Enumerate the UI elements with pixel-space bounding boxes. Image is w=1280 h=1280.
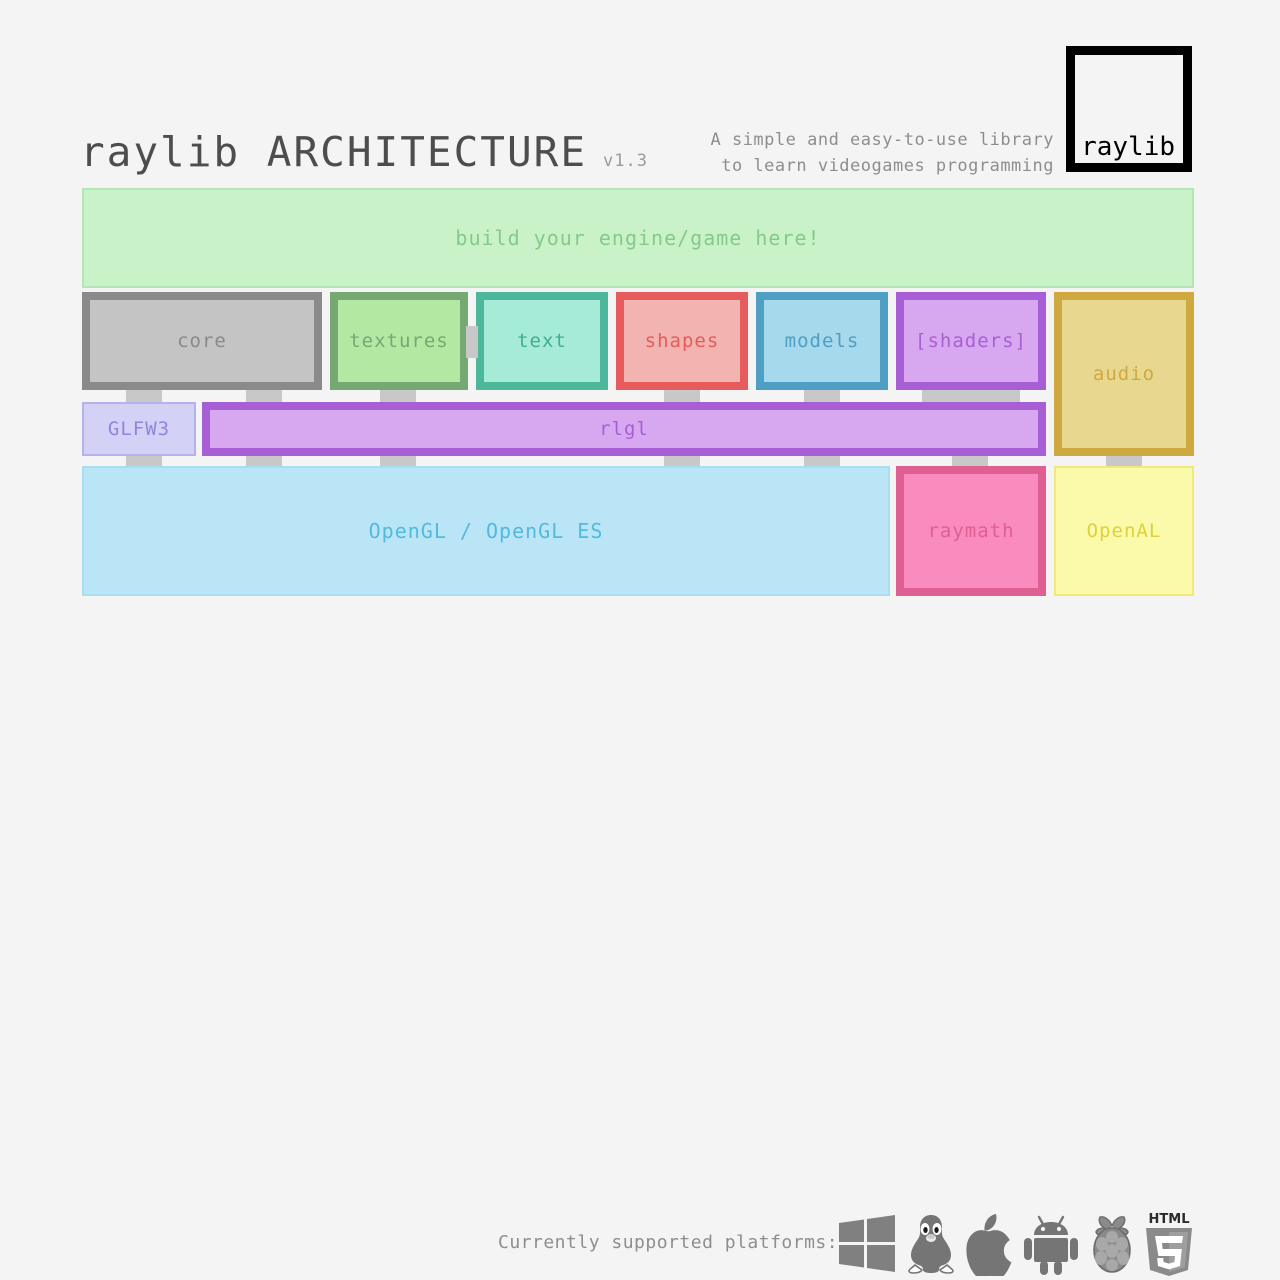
- supported-platforms-label: Currently supported platforms:: [498, 1232, 839, 1253]
- footer: Currently supported platforms:: [0, 604, 1280, 1276]
- module-raymath: raymath: [896, 466, 1046, 596]
- windows-icon: [834, 1208, 900, 1280]
- html5-icon: HTML: [1136, 1208, 1202, 1280]
- connector-models-rlgl: [804, 390, 840, 404]
- user-layer-box: build your engine/game here!: [82, 188, 1194, 288]
- connector-shapes-rlgl: [664, 390, 700, 404]
- module-glfw3-label: GLFW3: [107, 418, 171, 440]
- module-opengl-label: OpenGL / OpenGL ES: [368, 519, 604, 543]
- android-icon: [1018, 1208, 1084, 1280]
- raylib-logo-text: raylib: [1081, 132, 1175, 162]
- html5-wordmark: HTML: [1149, 1212, 1190, 1227]
- raylib-logo: raylib: [1066, 46, 1192, 172]
- module-core-label: core: [177, 330, 227, 352]
- module-raymath-label: raymath: [927, 520, 1015, 542]
- user-layer-label: build your engine/game here!: [455, 226, 821, 250]
- title-text: raylib ARCHITECTURE: [80, 128, 587, 176]
- module-audio: audio: [1054, 292, 1194, 456]
- tagline: A simple and easy-to-use library to lear…: [710, 127, 1054, 179]
- module-models: models: [756, 292, 888, 390]
- connector-core-rlgl: [246, 390, 282, 404]
- module-textures-label: textures: [349, 330, 449, 352]
- module-models-label: models: [784, 330, 860, 352]
- module-shapes: shapes: [616, 292, 748, 390]
- connector-textures-rlgl: [380, 390, 416, 404]
- connector-shaders-rlgl: [922, 390, 1020, 404]
- module-shaders: [shaders]: [896, 292, 1046, 390]
- module-opengl: OpenGL / OpenGL ES: [82, 466, 890, 596]
- module-openal-label: OpenAL: [1086, 520, 1162, 542]
- connector-core-glfw: [126, 390, 162, 404]
- module-openal: OpenAL: [1054, 466, 1194, 596]
- tagline-line-2: to learn videogames programming: [721, 156, 1054, 176]
- module-core: core: [82, 292, 322, 390]
- tagline-line-1: A simple and easy-to-use library: [710, 130, 1054, 150]
- page-title: raylib ARCHITECTURE v1.3: [80, 128, 648, 176]
- module-text-label: text: [517, 330, 567, 352]
- connector-textures-text: [466, 326, 478, 358]
- module-rlgl: rlgl: [202, 402, 1046, 456]
- module-text: text: [476, 292, 608, 390]
- architecture-diagram: raylib ARCHITECTURE v1.3 A simple and ea…: [0, 46, 1280, 1276]
- module-audio-label: audio: [1092, 363, 1156, 385]
- linux-icon: [898, 1208, 964, 1280]
- version-label: v1.3: [603, 151, 648, 171]
- module-rlgl-label: rlgl: [599, 418, 649, 440]
- module-textures: textures: [330, 292, 468, 390]
- module-shaders-label: [shaders]: [915, 330, 1027, 352]
- module-shapes-label: shapes: [644, 330, 720, 352]
- module-glfw3: GLFW3: [82, 402, 196, 456]
- apple-icon: [957, 1208, 1023, 1280]
